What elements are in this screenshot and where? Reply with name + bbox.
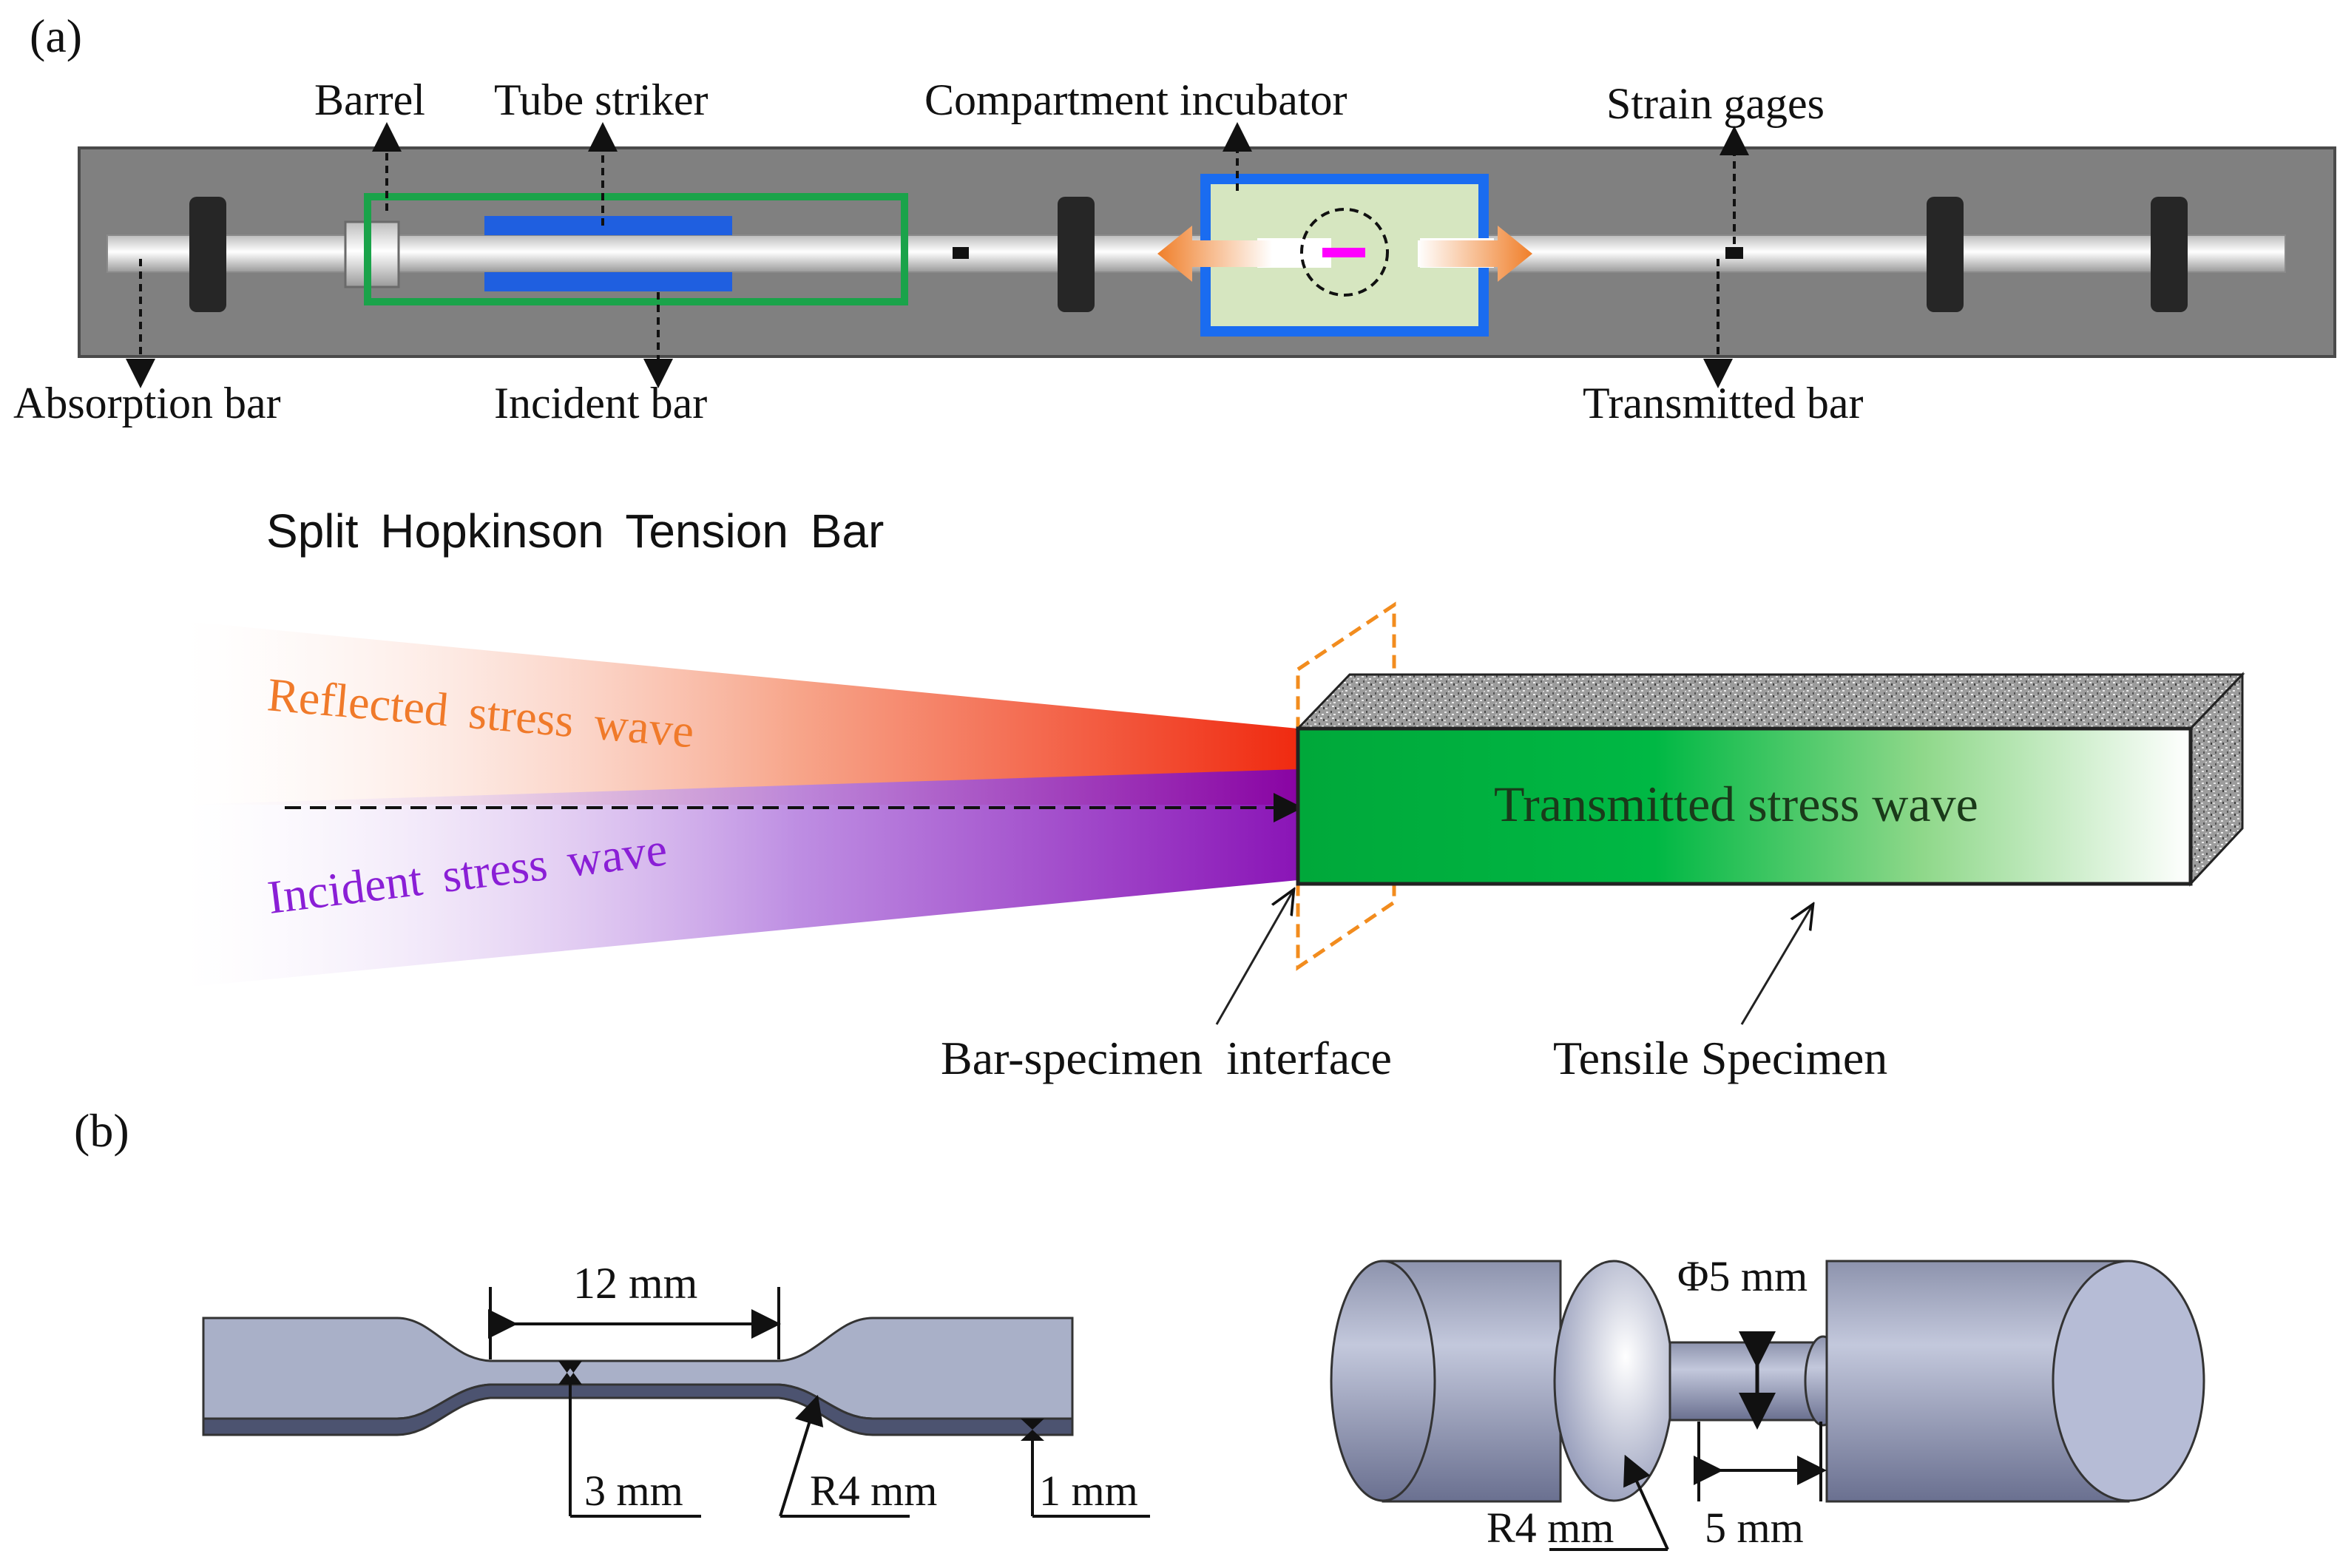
label-strain-gages: Strain gages	[1606, 79, 1825, 128]
dim-r4-leader	[779, 1394, 824, 1517]
reflected-wave-cone	[185, 621, 1298, 805]
label-barrel: Barrel	[314, 75, 425, 124]
label-transmitted-wave: Transmitted stress wave	[1494, 776, 1978, 832]
load-arrow-left	[1157, 226, 1272, 282]
tube-striker-bottom	[484, 272, 732, 291]
round-specimen	[1330, 1260, 2205, 1503]
dim-3mm-arrows	[558, 1361, 582, 1385]
dim-r4-label: R4 mm	[810, 1467, 937, 1515]
clamp	[1058, 197, 1095, 312]
panel-a-tag: (a)	[30, 10, 82, 62]
dim-5mm-label: 5 mm	[1705, 1504, 1804, 1552]
specimen-top-face	[1295, 673, 2245, 730]
label-tube-striker: Tube striker	[494, 75, 708, 124]
barrel	[344, 220, 400, 288]
dim-12mm-label: 12 mm	[573, 1259, 697, 1308]
striker-frame	[364, 193, 908, 305]
flat-specimen-top	[202, 1317, 1074, 1420]
load-arrow-right	[1418, 226, 1532, 282]
dim-round-r4-label: R4 mm	[1487, 1504, 1614, 1552]
strain-gauge-transmitted	[1725, 247, 1743, 259]
label-incident-bar: Incident bar	[494, 379, 707, 428]
specimen-front-face	[1296, 726, 2193, 886]
dim-3mm-label: 3 mm	[584, 1467, 683, 1515]
specimen-pink	[1322, 248, 1365, 257]
leader-interface	[1215, 891, 1293, 1025]
label-tensile-specimen: Tensile Specimen	[1553, 1032, 1887, 1084]
incident-wave-cone	[185, 769, 1298, 987]
panel-b-tag: (b)	[74, 1104, 129, 1157]
label-compartment-incubator: Compartment incubator	[924, 75, 1347, 124]
dim-1mm-label: 1 mm	[1039, 1467, 1138, 1515]
clamp	[189, 197, 226, 312]
round-right-grip-end	[2052, 1260, 2205, 1502]
shtb-title: Split Hopkinson Tension Bar	[266, 504, 884, 558]
flat-specimen	[202, 1317, 1074, 1436]
round-left-bulb	[1553, 1260, 1674, 1502]
dim-phi5-label: Φ5 mm	[1677, 1252, 1808, 1300]
specimen-zoom-circle	[1300, 208, 1389, 297]
dim-round-r4-leader	[1623, 1454, 1669, 1550]
dim-1mm-arrows	[1021, 1419, 1044, 1441]
label-bar-specimen-interface: Bar-specimen interface	[941, 1032, 1392, 1084]
round-left-grip-end	[1330, 1260, 1436, 1502]
label-absorption-bar: Absorption bar	[13, 379, 281, 428]
clamp	[2151, 197, 2188, 312]
tube-striker-top	[484, 216, 732, 235]
strain-gauge-incident	[953, 247, 969, 259]
clamp	[1927, 197, 1964, 312]
flat-specimen-thickness	[202, 1383, 1074, 1436]
label-transmitted-bar: Transmitted bar	[1583, 379, 1863, 428]
round-gauge-section	[1668, 1341, 1827, 1422]
leader-tensile-specimen	[1740, 906, 1812, 1025]
